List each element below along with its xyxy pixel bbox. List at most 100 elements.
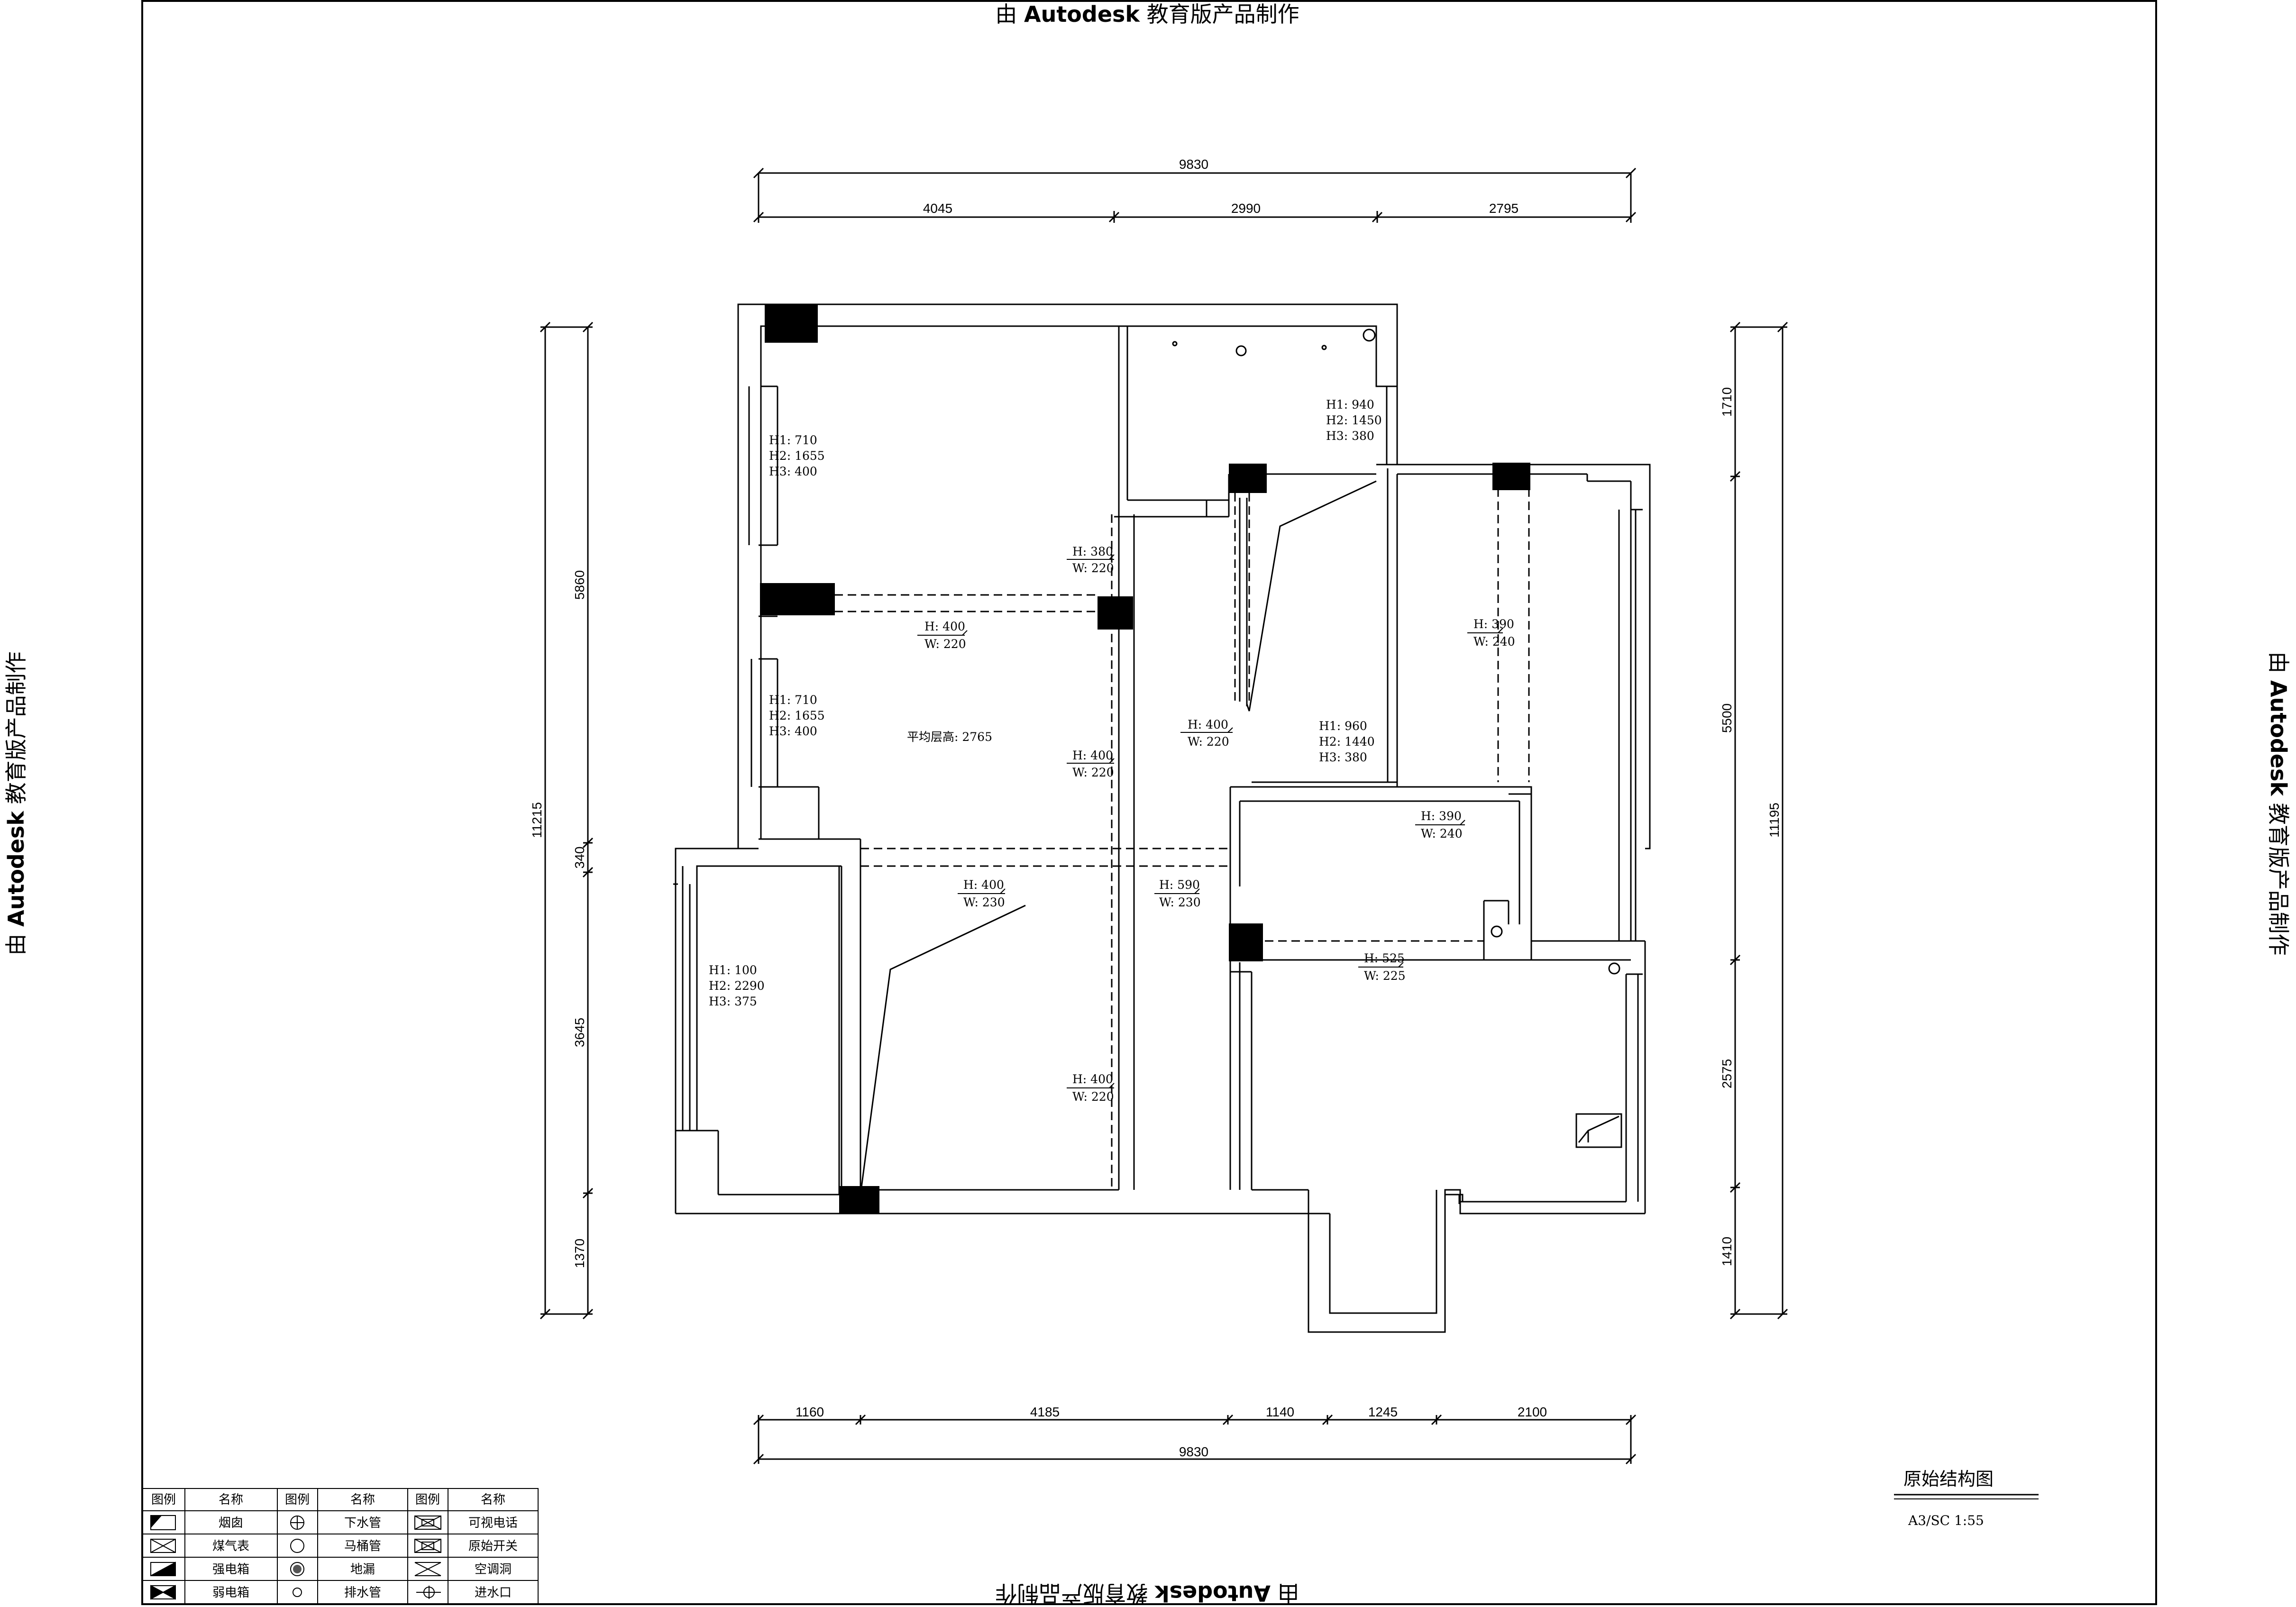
dim-right-total: 11195 (1767, 803, 1782, 838)
toilet-pipe-icon (1608, 962, 1620, 975)
chimney-icon (150, 1515, 176, 1530)
svg-text:H: 400: H: 400 (1072, 749, 1113, 762)
dim-left-3: 3645 (572, 1018, 587, 1047)
svg-text:弱电箱: 弱电箱 (212, 1586, 249, 1600)
svg-text:图例: 图例 (285, 1493, 310, 1507)
svg-text:W: 225: W: 225 (1364, 969, 1406, 983)
svg-text:名称: 名称 (481, 1493, 505, 1507)
svg-text:图例: 图例 (151, 1493, 176, 1507)
ac-hole-icon (414, 1562, 441, 1576)
column (1229, 923, 1263, 961)
drain-pipe-icon (1235, 345, 1247, 356)
columns (760, 305, 1530, 1214)
dimension-right (1729, 321, 1788, 1320)
svg-text:W: 220: W: 220 (1072, 766, 1114, 779)
svg-text:H3: 400: H3: 400 (769, 724, 817, 738)
exhaust-pipe-icon (1321, 345, 1327, 350)
dim-left-total: 11215 (530, 802, 544, 838)
svg-text:H1: 710: H1: 710 (769, 433, 817, 447)
dim-top-1: 4045 (923, 201, 952, 216)
svg-text:名称: 名称 (219, 1493, 243, 1507)
video-phone-icon (414, 1516, 441, 1530)
dim-right-3: 2575 (1720, 1059, 1734, 1088)
svg-text:W: 240: W: 240 (1473, 635, 1515, 648)
svg-text:可视电话: 可视电话 (468, 1516, 518, 1530)
svg-text:W: 230: W: 230 (1159, 895, 1201, 909)
power-box-icon (150, 1561, 176, 1576)
watermark-top: 由 Autodesk 教育版产品制作 (995, 1, 1299, 27)
svg-text:W: 220: W: 220 (1188, 735, 1229, 749)
average-floor-height: 平均层高: 2765 (907, 730, 992, 744)
exhaust-pipe-icon (293, 1588, 302, 1597)
watermark-left: 由 Autodesk 教育版产品制作 (3, 651, 29, 955)
column (1098, 596, 1133, 630)
dim-right-1: 1710 (1720, 387, 1734, 417)
svg-text:煤气表: 煤气表 (212, 1539, 249, 1553)
beam-note-f: H: 390 W: 240 (1421, 809, 1463, 840)
beam-note-d: H: 400 W: 220 (1188, 718, 1229, 749)
svg-text:H2: 2290: H2: 2290 (709, 979, 765, 993)
svg-text:排水管: 排水管 (344, 1586, 381, 1600)
svg-text:W: 220: W: 220 (1072, 561, 1114, 575)
window-note-left-upper: H1: 710 H2: 1655 H3: 400 (769, 433, 825, 478)
drain-pipe-icon (290, 1516, 304, 1530)
dim-left-2: 340 (572, 847, 587, 869)
window-note-left-mid: H1: 710 H2: 1655 H3: 400 (769, 693, 825, 738)
window-note-top-right: H1: 940 H2: 1450 H3: 380 (1326, 398, 1382, 443)
svg-text:H2: 1655: H2: 1655 (769, 709, 825, 722)
column (1492, 463, 1530, 490)
dimension-top (753, 167, 1637, 223)
beam-note-g: H: 400 W: 230 (963, 878, 1005, 909)
beam-note-j: H: 400 W: 220 (1072, 1072, 1114, 1104)
sheet-border (141, 0, 2157, 1605)
walls (673, 303, 1651, 1333)
svg-text:H: 400: H: 400 (1188, 718, 1228, 731)
svg-text:H2: 1440: H2: 1440 (1319, 735, 1375, 749)
dim-top-2: 2990 (1231, 201, 1261, 216)
svg-text:H: 400: H: 400 (963, 878, 1004, 892)
column (1229, 464, 1267, 493)
svg-text:W: 230: W: 230 (963, 895, 1005, 909)
beam-note-h: H: 590 W: 230 (1159, 878, 1201, 909)
beam-note-c: H: 390 W: 240 (1473, 617, 1515, 648)
svg-text:下水管: 下水管 (344, 1516, 381, 1530)
svg-text:H: 390: H: 390 (1473, 617, 1514, 631)
svg-text:H: 380: H: 380 (1072, 545, 1113, 558)
gas-meter-icon (150, 1539, 176, 1553)
dim-top-3: 2795 (1489, 201, 1518, 216)
svg-text:H3: 380: H3: 380 (1326, 429, 1374, 443)
svg-text:W: 220: W: 220 (924, 637, 966, 651)
drawing-scale: A3/SC 1:55 (1908, 1513, 1984, 1528)
svg-text:强电箱: 强电箱 (212, 1562, 249, 1577)
dim-bottom-5: 2100 (1518, 1405, 1547, 1419)
watermark-bottom: 由 Autodesk 教育版产品制作 (995, 1580, 1299, 1606)
svg-text:空调洞: 空调洞 (475, 1562, 512, 1577)
column (765, 305, 818, 343)
water-inlet-icon (416, 1586, 441, 1599)
svg-text:H3: 375: H3: 375 (709, 995, 757, 1008)
svg-text:H2: 1655: H2: 1655 (769, 449, 825, 463)
svg-text:H3: 400: H3: 400 (769, 465, 817, 478)
svg-text:H: 390: H: 390 (1421, 809, 1462, 823)
svg-text:原始开关: 原始开关 (468, 1539, 518, 1553)
beams (834, 488, 1531, 1187)
dim-bottom-total: 9830 (1179, 1444, 1208, 1459)
original-switch-icon (414, 1539, 441, 1553)
fixtures (1172, 329, 1620, 975)
svg-text:名称: 名称 (350, 1493, 375, 1507)
svg-text:地漏: 地漏 (350, 1562, 375, 1577)
low-voltage-box-icon (150, 1585, 176, 1600)
legend-names: 烟囱 下水管 可视电话 煤气表 马桶管 原始开关 强电箱 地漏 空调洞 弱电箱 … (212, 1516, 518, 1600)
dim-bottom-4: 1245 (1368, 1405, 1398, 1419)
svg-text:烟囱: 烟囱 (219, 1516, 243, 1530)
svg-text:H1: 710: H1: 710 (769, 693, 817, 707)
dim-bottom-1: 1160 (796, 1405, 824, 1419)
toilet-pipe-icon (1363, 329, 1376, 342)
window-note-bottom-left: H1: 100 H2: 2290 H3: 375 (709, 963, 765, 1008)
column (760, 583, 835, 615)
floor-drain-icon (290, 1562, 304, 1576)
svg-text:H1: 940: H1: 940 (1326, 398, 1374, 411)
svg-text:H: 400: H: 400 (1072, 1072, 1113, 1086)
legend-headers: 图例 名称 图例 名称 图例 名称 (151, 1493, 505, 1507)
toilet-pipe-icon (1491, 925, 1503, 938)
